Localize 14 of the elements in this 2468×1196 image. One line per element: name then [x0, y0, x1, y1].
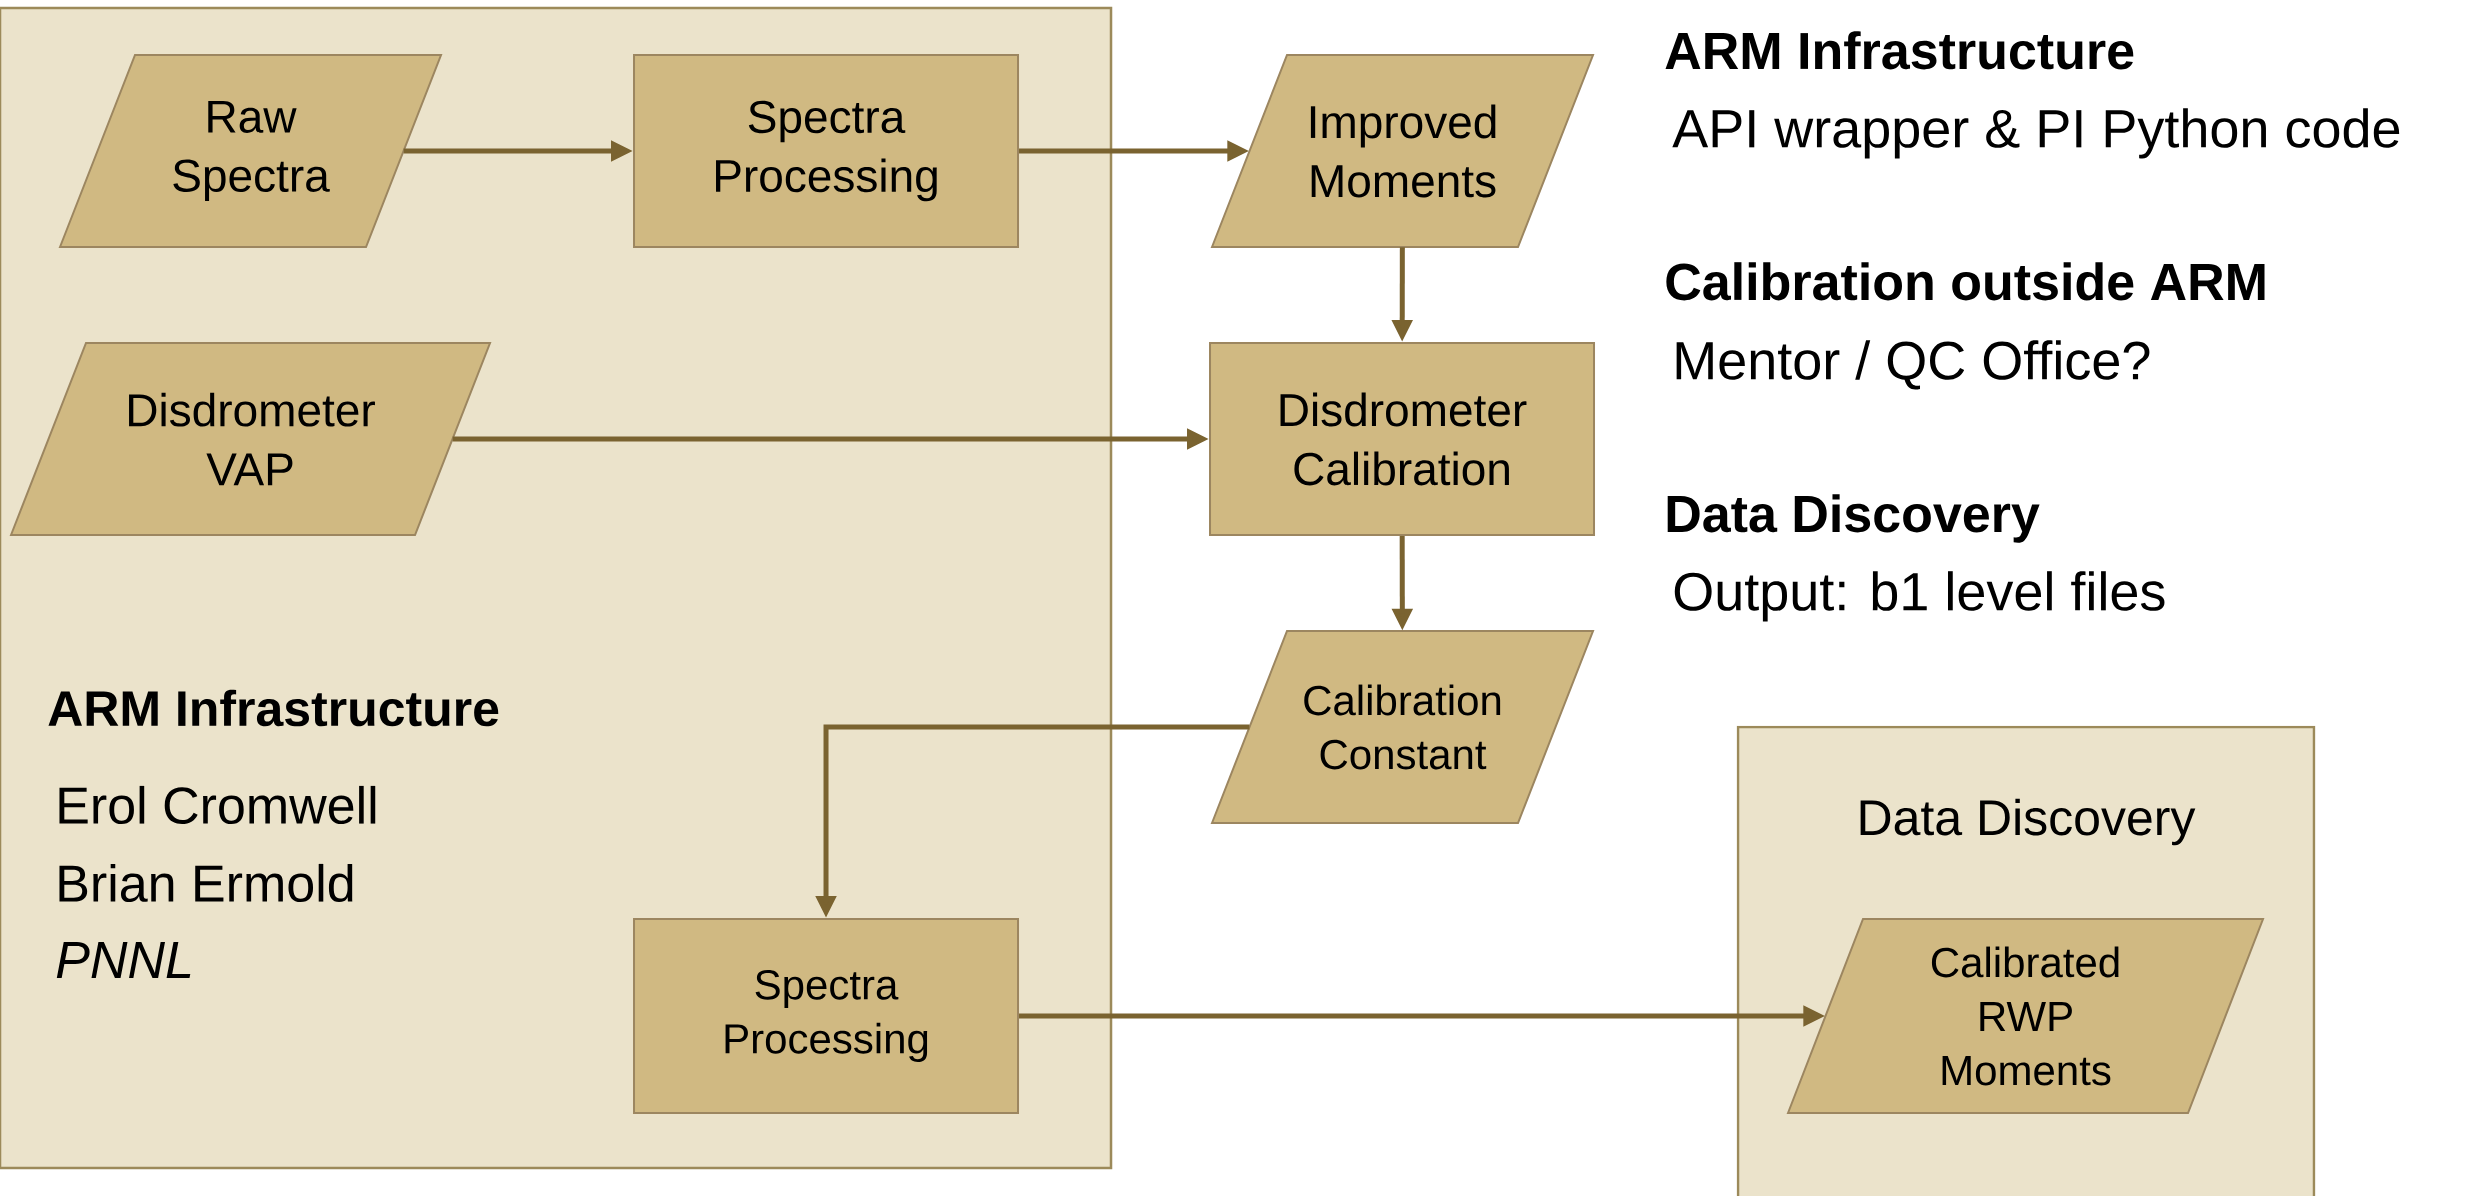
section-heading: Calibration outside ARM	[1666, 262, 2265, 301]
process-box: Spectra Processing	[633, 918, 1019, 1114]
name-text: Erol Cromwell	[59, 785, 376, 825]
panel-title: Data Discovery	[1860, 798, 2196, 846]
process-box: Spectra Processing	[633, 54, 1019, 248]
name-text: PNNL	[56, 942, 191, 978]
note-text: Output: b1 level files	[1674, 571, 2165, 622]
section-heading: Data Discovery	[1667, 494, 2040, 543]
note-text: API wrapper & PI Python code	[1672, 108, 2400, 159]
section-heading: ARM Infrastructure	[1665, 31, 2134, 70]
process-box: Disdrometer Calibration	[1209, 342, 1595, 536]
panel-title: ARM Infrastructure	[48, 689, 499, 727]
note-text: Mentor / QC Office?	[1676, 340, 2150, 390]
name-text: Brian Ermold	[59, 863, 353, 903]
